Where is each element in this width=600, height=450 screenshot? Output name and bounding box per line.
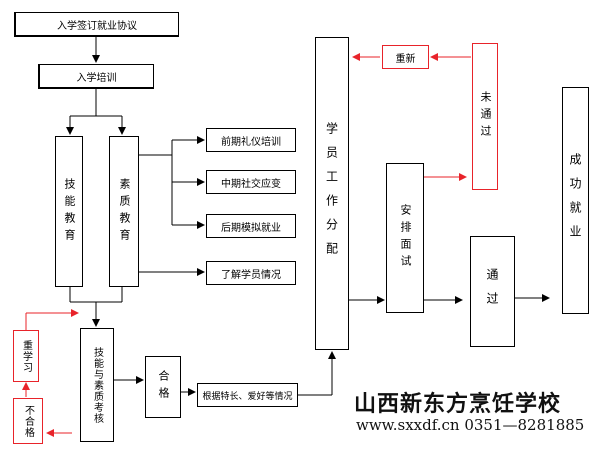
- late-simulation-box: 后期模拟就业: [206, 214, 296, 238]
- unqualified-box: 不合格: [13, 398, 43, 444]
- early-etiquette-box: 前期礼仪培训: [206, 128, 296, 152]
- not-passed-box: 未通过: [472, 43, 498, 190]
- by-specialty-box: 根据特长、爱好等情况: [197, 383, 298, 407]
- quality-education-box: 素质教育: [109, 136, 139, 287]
- success-box: 成功就业: [562, 87, 589, 314]
- understand-student-box: 了解学员情况: [206, 261, 296, 285]
- interview-box: 安排面试: [386, 163, 424, 313]
- relearn-box: 重学习: [13, 330, 39, 382]
- skill-education-box: 技能教育: [55, 136, 83, 287]
- mid-social-box: 中期社交应变: [206, 170, 296, 194]
- agreement-box: 入学签订就业协议: [14, 12, 179, 37]
- passed-box: 通过: [470, 236, 515, 347]
- redo-box: 重新: [382, 45, 429, 69]
- school-contact: www.sxxdf.cn 0351—8281885: [356, 416, 585, 434]
- assignment-box: 学员工作分配: [315, 37, 349, 350]
- qualified-box: 合格: [145, 356, 181, 418]
- school-name: 山西新东方烹饪学校: [354, 391, 562, 417]
- training-box: 入学培训: [38, 64, 154, 89]
- assessment-box: 技能与素质考核: [80, 328, 114, 442]
